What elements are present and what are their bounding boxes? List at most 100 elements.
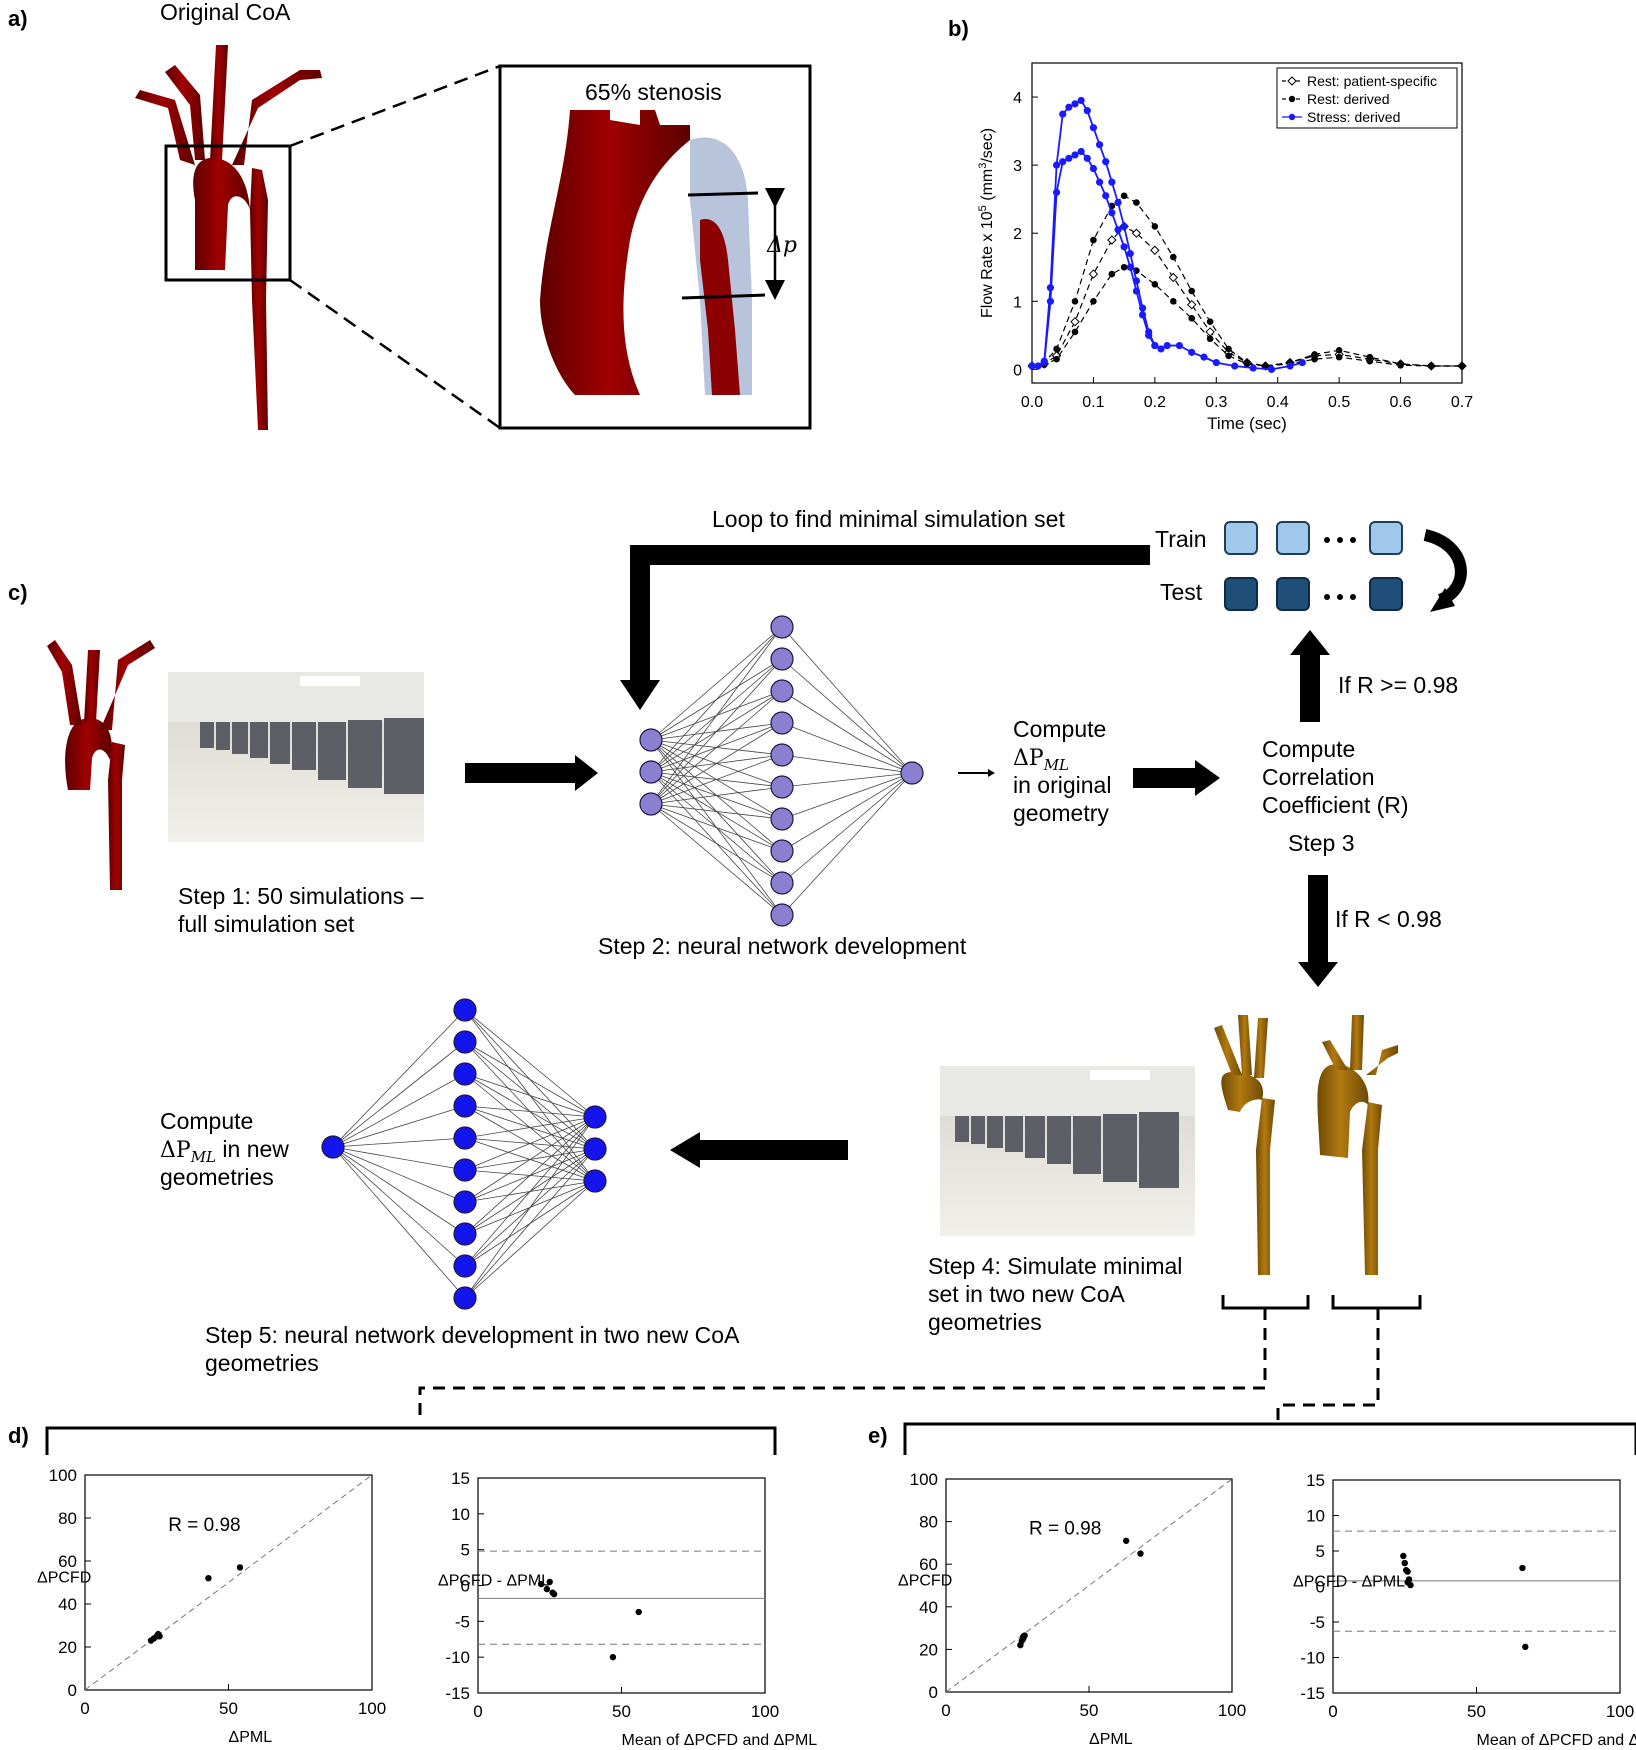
nn-node — [900, 761, 924, 785]
nn-edge — [464, 1105, 596, 1118]
data-point — [1122, 1537, 1130, 1544]
y-tick-label: 2 — [1013, 226, 1022, 243]
if-r-ge-label: If R >= 0.98 — [1338, 672, 1458, 698]
series-marker — [1157, 345, 1165, 353]
series-marker — [1138, 311, 1147, 319]
nn-edge — [464, 1116, 596, 1203]
y-tick-label: 0 — [461, 1577, 470, 1596]
loop-label: Loop to find minimal simulation set — [712, 506, 1065, 532]
y-tick-label: 60 — [58, 1552, 77, 1571]
series-marker — [1070, 317, 1080, 327]
plot-area — [945, 1478, 1233, 1693]
step1-label: Step 1: 50 simulations – full simulation… — [178, 883, 424, 937]
nn-node — [770, 871, 794, 895]
x-tick-label: 100 — [1218, 1701, 1246, 1720]
series-marker — [1298, 358, 1306, 367]
original-aorta-model — [135, 45, 322, 430]
svg-text:geometry: geometry — [1013, 800, 1109, 826]
nn-edge — [650, 803, 783, 820]
aorta-model-step1 — [47, 640, 155, 890]
legend-label: Rest: patient-specific — [1307, 73, 1437, 89]
x-tick-label: 100 — [358, 1699, 386, 1718]
series-marker — [1053, 355, 1060, 363]
series-marker — [1059, 158, 1067, 166]
cycle-arrow — [1423, 529, 1467, 606]
step2-label: Step 2: neural network development — [598, 933, 967, 959]
y-tick-label: 60 — [919, 1555, 938, 1574]
svg-text:set in two new CoA: set in two new CoA — [928, 1281, 1126, 1307]
svg-text:ΔPML in new: ΔPML in new — [160, 1136, 289, 1166]
y-axis-label: Flow Rate x 105 (mm3/sec) — [977, 128, 996, 318]
true: ΔPCFD — [898, 1573, 952, 1590]
new-coa-geometry-2 — [1317, 1015, 1398, 1275]
nn-node — [453, 1094, 477, 1118]
zoomed-stenosis-model — [540, 110, 752, 395]
series-line — [1031, 266, 1462, 367]
plot-area — [84, 1474, 373, 1691]
series-marker — [1052, 161, 1061, 169]
series-marker — [1065, 103, 1073, 111]
test-blocks — [1224, 577, 1403, 611]
series-marker — [1107, 235, 1117, 245]
nn-edge — [650, 754, 783, 805]
series-marker — [1366, 357, 1374, 365]
series-marker — [1059, 110, 1067, 118]
svg-text:Mean of ΔPCFD and ΔPML: Mean of ΔPCFD and ΔPML — [622, 1732, 818, 1749]
series-marker — [1083, 154, 1091, 162]
nn-edge — [781, 626, 913, 774]
series-marker — [1231, 362, 1239, 370]
series-marker — [1108, 178, 1116, 186]
data-point — [1137, 1550, 1144, 1557]
neural-network-step2 — [639, 615, 924, 927]
series-marker — [1262, 362, 1269, 370]
y-tick-label: 80 — [58, 1509, 77, 1528]
x-tick-label: 0 — [941, 1701, 950, 1720]
panel-a: a) Original CoA 65% stenosis Δp — [8, 0, 812, 430]
series-marker — [1151, 341, 1159, 350]
series-marker — [1120, 222, 1128, 231]
x-tick-label: 0.2 — [1144, 394, 1166, 411]
series-marker — [1132, 287, 1141, 295]
series-marker — [1397, 361, 1404, 369]
nn-connections — [650, 626, 913, 916]
x-tick-label: 50 — [1080, 1701, 1099, 1720]
series-marker — [1095, 178, 1104, 186]
nn-edge — [650, 626, 783, 805]
r-annotation: R = 0.98 — [1029, 1518, 1101, 1539]
series-marker — [1052, 188, 1061, 196]
x-tick-label: 0 — [1328, 1702, 1337, 1721]
bracket-e — [903, 1422, 1636, 1455]
series-marker — [1088, 269, 1099, 279]
data-point — [537, 1580, 545, 1588]
series-marker — [1163, 341, 1171, 350]
y-tick-label: 3 — [1013, 158, 1022, 175]
y-tick-label: 15 — [1306, 1471, 1325, 1490]
panel-a-title: Original CoA — [160, 0, 291, 25]
y-tick-label: -10 — [445, 1648, 470, 1667]
y-tick-label: -5 — [455, 1612, 470, 1631]
stenosis-label: 65% stenosis — [585, 79, 722, 105]
nn-edge — [464, 1009, 596, 1118]
series-marker — [1071, 100, 1079, 108]
dp-label: Δp — [766, 233, 797, 258]
legend-label: Stress: derived — [1307, 109, 1400, 125]
nn-edge — [464, 1148, 596, 1299]
nn-edge — [781, 772, 913, 884]
nn-edge — [464, 1116, 596, 1171]
y-tick-label: -10 — [1300, 1649, 1325, 1668]
y-tick-label: 80 — [919, 1513, 938, 1532]
series-marker — [1427, 362, 1435, 370]
y-tick-label: -15 — [445, 1684, 470, 1703]
series-marker — [1126, 263, 1134, 271]
x-tick-label: 100 — [751, 1702, 779, 1721]
nn-edge — [464, 1116, 596, 1235]
nn-edge — [650, 658, 783, 805]
y-tick-label: 0 — [929, 1683, 938, 1702]
nn-edge — [464, 1073, 596, 1118]
nn-edge — [781, 772, 913, 788]
new-coa-geometry-1 — [1214, 1015, 1275, 1275]
data-point — [205, 1575, 212, 1582]
